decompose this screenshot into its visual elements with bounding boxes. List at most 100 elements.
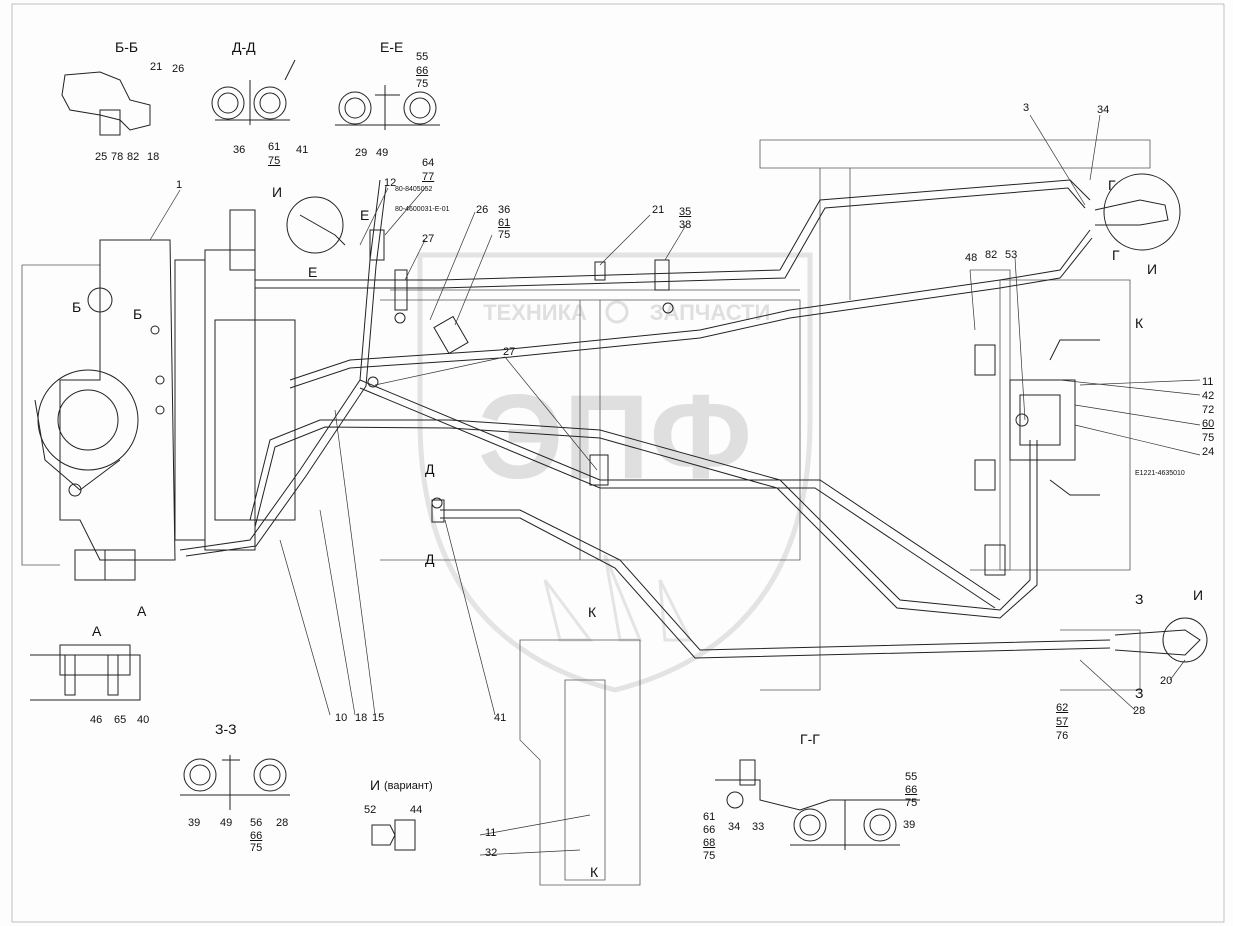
callout: 52 bbox=[364, 804, 377, 816]
leader-lines bbox=[149, 114, 1201, 856]
callout: 35 bbox=[679, 206, 692, 218]
callout: 28 bbox=[276, 817, 289, 829]
callout: 65 bbox=[114, 714, 127, 726]
callout: 75 bbox=[250, 842, 263, 854]
callout: 75 bbox=[268, 155, 281, 167]
marker-b-right: Б bbox=[133, 306, 143, 322]
detail-circle-i-left bbox=[286, 196, 344, 254]
callout: 42 bbox=[1202, 390, 1215, 402]
section-title-i-variant: И bbox=[370, 777, 381, 793]
callout: 55 bbox=[416, 51, 429, 63]
callout: 61 bbox=[268, 141, 281, 153]
callout: 26 bbox=[476, 204, 489, 216]
marker-d-bottom: Д bbox=[425, 551, 435, 567]
callout: 49 bbox=[220, 817, 233, 829]
section-bb-drawing bbox=[61, 71, 151, 136]
hose-fitting-right bbox=[1094, 199, 1169, 226]
callout: 66 bbox=[703, 824, 716, 836]
section-ee-drawing bbox=[335, 85, 440, 130]
callout: 29 bbox=[355, 147, 368, 159]
callout: 11 bbox=[485, 827, 497, 839]
detail-circle-i-bottom bbox=[1162, 617, 1208, 663]
callout: 18 bbox=[147, 151, 160, 163]
marker-k-right: К bbox=[1135, 315, 1144, 331]
callout: 28 bbox=[1133, 705, 1146, 717]
marker-i-left: И bbox=[272, 184, 283, 200]
callout: 21 bbox=[150, 61, 163, 73]
callout: 25 bbox=[95, 151, 108, 163]
callout: 55 bbox=[905, 771, 918, 783]
hose-fitting-bottom bbox=[1114, 629, 1201, 656]
right-cylinder-block bbox=[974, 344, 1076, 576]
marker-g-top: Г bbox=[1108, 177, 1116, 193]
callout: 75 bbox=[498, 229, 511, 241]
hose-fitting-left bbox=[299, 214, 346, 246]
watermark-left-word: ТЕХНИКА bbox=[483, 300, 587, 325]
callout: 10 bbox=[335, 712, 348, 724]
section-zz-drawing bbox=[180, 755, 290, 810]
callout: 24 bbox=[1202, 446, 1215, 458]
callout: 75 bbox=[905, 797, 918, 809]
callout: 39 bbox=[903, 819, 916, 831]
callout: 11 bbox=[1202, 376, 1214, 388]
section-i-variant-note: (вариант) bbox=[384, 780, 433, 792]
callout: 36 bbox=[498, 204, 511, 216]
marker-k-top: К bbox=[588, 604, 597, 620]
marker-i-right: И bbox=[1147, 261, 1158, 277]
callout: 40 bbox=[137, 714, 150, 726]
section-title-a: А bbox=[92, 623, 102, 639]
section-gg-drawing bbox=[715, 759, 920, 850]
watermark-logo: ЭПФ bbox=[478, 370, 752, 504]
callout: 38 bbox=[679, 219, 692, 231]
callout: 82 bbox=[127, 151, 140, 163]
callout: 20 bbox=[1160, 675, 1173, 687]
callout: 66 bbox=[416, 65, 429, 77]
part-code-2: 80-4600031-Е-01 bbox=[395, 206, 450, 213]
marker-e-bottom: Е bbox=[308, 264, 318, 280]
callout: 18 bbox=[355, 712, 368, 724]
watermark: ЭПФ ТЕХНИКА ЗАПЧАСТИ bbox=[417, 252, 813, 693]
callout: 57 bbox=[1056, 716, 1069, 728]
callout: 41 bbox=[494, 712, 507, 724]
callout: 72 bbox=[1202, 404, 1215, 416]
callout: 75 bbox=[703, 850, 716, 862]
marker-z-top: З bbox=[1135, 591, 1144, 607]
marker-g-right: Г bbox=[1112, 247, 1120, 263]
frame-border bbox=[11, 3, 1225, 923]
callout: 76 bbox=[1056, 730, 1069, 742]
callout: 39 bbox=[188, 817, 201, 829]
callout: 49 bbox=[376, 147, 389, 159]
callout: 60 bbox=[1202, 418, 1215, 430]
callout: 36 bbox=[233, 144, 246, 156]
part-code-3: Е1221-4635010 bbox=[1135, 470, 1185, 477]
callout: 62 bbox=[1056, 702, 1069, 714]
callout: 27 bbox=[503, 346, 516, 358]
chassis-outline bbox=[21, 139, 1151, 886]
callout: 56 bbox=[250, 817, 263, 829]
callout: 66 bbox=[250, 830, 263, 842]
callout: 48 bbox=[965, 252, 978, 264]
gear-icon bbox=[605, 300, 629, 324]
section-title-ee: Е-Е bbox=[380, 39, 404, 55]
marker-e-top: Е bbox=[360, 207, 370, 223]
pipe-clamps bbox=[367, 229, 674, 523]
callout: 61 bbox=[703, 811, 716, 823]
detail-circle-i-right bbox=[1103, 173, 1181, 251]
part-code-1: 80-8405052 bbox=[395, 186, 433, 193]
marker-b-left: Б bbox=[72, 299, 82, 315]
callout: 78 bbox=[111, 151, 124, 163]
callout: 68 bbox=[703, 837, 716, 849]
callout: 77 bbox=[422, 171, 435, 183]
callout: 33 bbox=[752, 821, 765, 833]
callout: 3 bbox=[1023, 102, 1030, 114]
section-title-gg: Г-Г bbox=[800, 731, 820, 747]
callout: 66 bbox=[905, 784, 918, 796]
callout: 26 bbox=[172, 63, 185, 75]
section-title-zz: З-З bbox=[215, 721, 237, 737]
section-title-bb: Б-Б bbox=[115, 39, 139, 55]
callout: 21 bbox=[652, 204, 665, 216]
callout: 61 bbox=[498, 217, 511, 229]
callout: 64 bbox=[422, 157, 435, 169]
